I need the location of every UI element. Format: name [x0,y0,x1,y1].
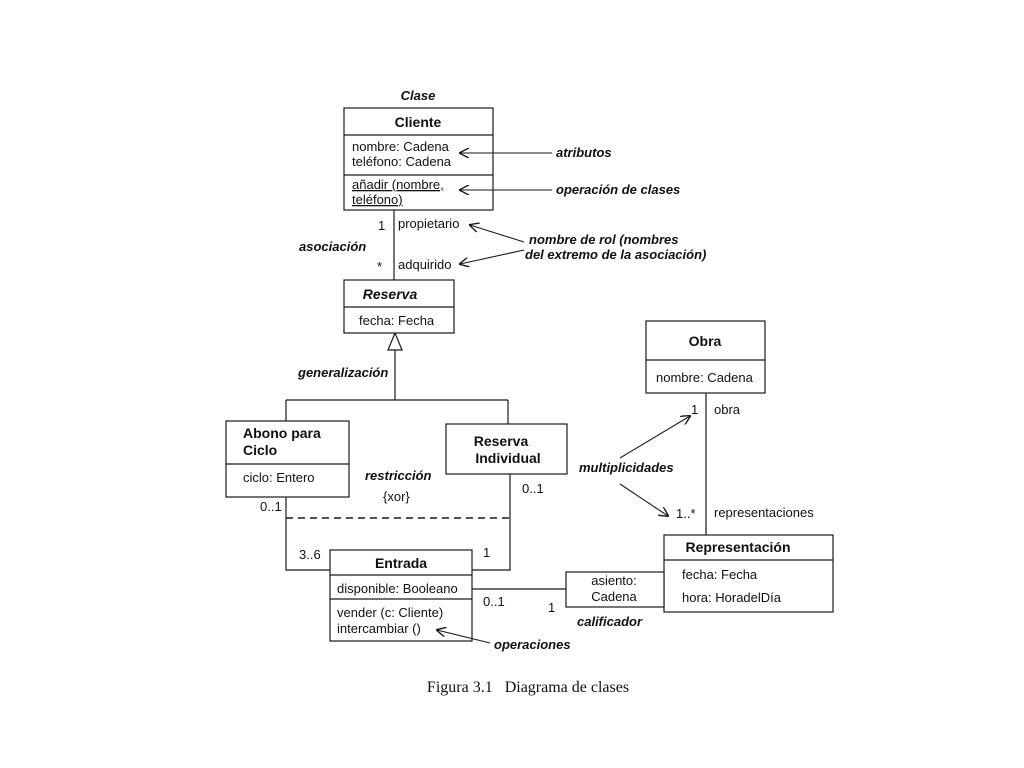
class-reserva-individual: Reserva Individual [445,423,568,475]
annotation-nombre-rol: nombre de rol (nombres [529,232,679,247]
multiplicity: 1 [548,600,555,615]
annotation-operaciones: operaciones [494,637,571,652]
multiplicity: 1..* [676,506,696,521]
role-name: representaciones [714,505,814,520]
class-name: Abono para [243,425,321,441]
qualifier-text: asiento: [591,573,637,588]
operation: añadir (nombre, [352,177,444,192]
multiplicity: 1 [483,545,490,560]
class-name: Ciclo [243,442,277,458]
class-name: Reserva [474,433,529,449]
qualifier-asiento: asiento: Cadena [565,571,665,608]
association-abono-entrada [285,497,330,571]
class-name: Representación [685,539,790,555]
class-representacion: Representación fecha: Fecha hora: Horade… [663,534,834,613]
attribute: fecha: Fecha [682,567,758,582]
annotation-nombre-rol: del extremo de la asociación) [525,247,706,262]
class-entrada: Entrada disponible: Booleano vender (c: … [329,549,473,642]
class-name: Obra [689,333,722,349]
attribute: nombre: Cadena [656,370,754,385]
class-name: Reserva [363,286,418,302]
multiplicity: * [377,259,382,274]
attribute: fecha: Fecha [359,313,435,328]
figure-caption: Figura 3.1 Diagrama de clases [427,679,629,696]
attribute: ciclo: Entero [243,470,315,485]
annotation-multiplicidades: multiplicidades [579,460,674,475]
generalization-triangle [387,331,403,351]
annotation-arrow [619,416,690,459]
annotation-clase: Clase [401,88,436,103]
role-name: adquirido [398,257,452,272]
annotation-asociacion: asociación [299,239,366,254]
annotation-generalizacion: generalización [297,365,388,380]
class-name: Cliente [395,114,442,130]
annotation-arrow [437,630,491,644]
attribute: disponible: Booleano [337,581,458,596]
annotation-restriccion: restricción [365,468,432,483]
operation: vender (c: Cliente) [337,605,443,620]
multiplicity: 0..1 [522,481,544,496]
class-obra: Obra nombre: Cadena [645,320,766,394]
class-name: Entrada [375,555,427,571]
operation: teléfono) [352,192,403,207]
attribute: hora: HoradelDía [682,590,782,605]
multiplicity: 0..1 [260,499,282,514]
attribute: nombre: Cadena [352,139,450,154]
class-cliente: Cliente nombre: Cadena teléfono: Cadena … [343,107,494,211]
role-name: propietario [398,216,459,231]
operation: intercambiar () [337,621,421,636]
association-individual-entrada [472,474,511,571]
class-reserva: Reserva fecha: Fecha [343,279,455,334]
annotation-arrow [470,225,525,243]
multiplicity: 0..1 [483,594,505,609]
class-name: Individual [475,450,540,466]
multiplicity: 1 [691,402,698,417]
multiplicity: 1 [378,218,385,233]
annotation-atributos: atributos [556,145,612,160]
annotation-operacion-clases: operación de clases [556,182,680,197]
xor-constraint: {xor} [383,489,410,504]
annotation-arrow [619,483,668,516]
annotation-arrow [460,249,525,264]
qualifier-text: Cadena [591,589,637,604]
annotation-calificador: calificador [577,614,643,629]
role-name: obra [714,402,741,417]
multiplicity: 3..6 [299,547,321,562]
attribute: teléfono: Cadena [352,154,452,169]
class-abono-para-ciclo: Abono para Ciclo ciclo: Entero [225,420,350,498]
